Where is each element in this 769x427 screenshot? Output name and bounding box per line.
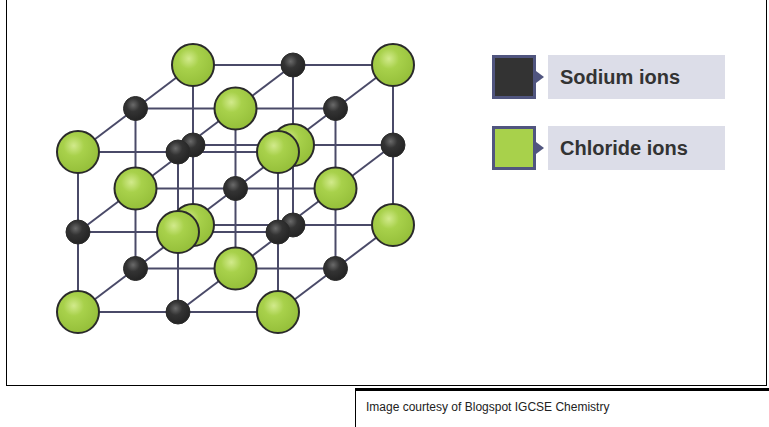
legend-marker [492,126,548,170]
legend-swatch [492,55,536,99]
caption-box: Image courtesy of Blogspot IGCSE Chemist… [355,388,769,427]
image-caption: Image courtesy of Blogspot IGCSE Chemist… [356,391,769,414]
legend-row: Chloride ions [492,126,725,170]
sodium-ion [324,257,348,281]
chloride-ion [172,44,214,86]
chloride-ion [157,211,199,253]
chloride-ion [315,168,357,210]
sodium-ion [166,300,190,324]
legend-label: Chloride ions [548,126,725,170]
chloride-ion [257,291,299,333]
sodium-ion [166,140,190,164]
sodium-ion [224,177,248,201]
sodium-ion [381,133,405,157]
legend-swatch [492,126,536,170]
sodium-ion [124,257,148,281]
sodium-ion [266,220,290,244]
chloride-ion [372,204,414,246]
chloride-ion [57,131,99,173]
chloride-ion [215,248,257,290]
sodium-ion [124,97,148,121]
chloride-ion [57,291,99,333]
legend-pointer [536,142,544,154]
chloride-ion [215,88,257,130]
legend-row: Sodium ions [492,55,725,99]
sodium-ion [66,220,90,244]
legend-label: Sodium ions [548,55,725,99]
chloride-ion [257,131,299,173]
chloride-ion [372,44,414,86]
chloride-ion [115,168,157,210]
legend-marker [492,55,548,99]
legend-pointer [536,71,544,83]
sodium-ion [324,97,348,121]
sodium-ion [281,53,305,77]
